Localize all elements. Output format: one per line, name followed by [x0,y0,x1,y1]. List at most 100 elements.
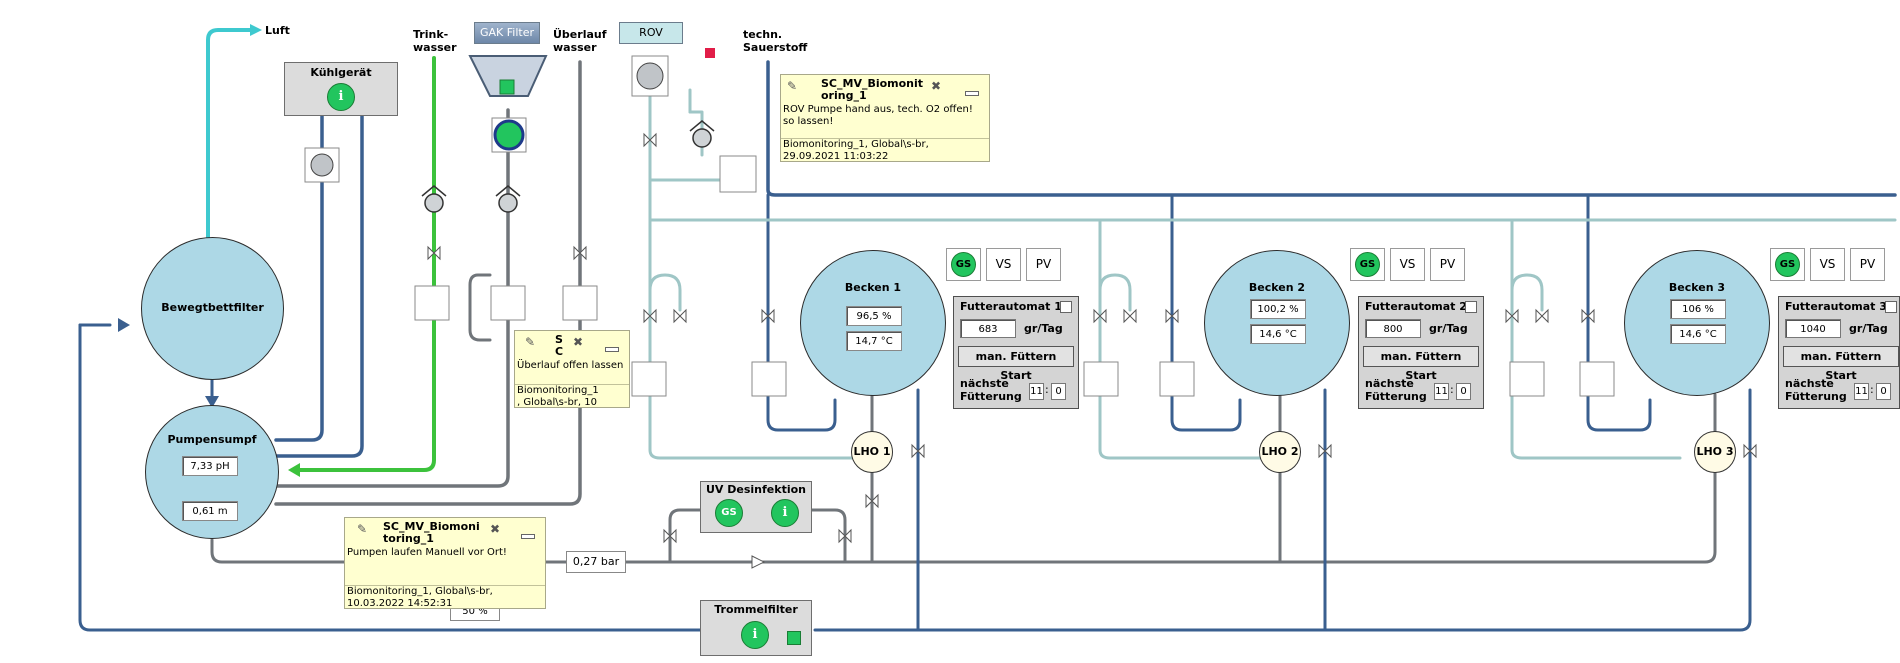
uv-info-icon[interactable]: i [771,499,799,527]
delete-note-icon[interactable]: ✖ [490,522,501,536]
futterautomat-3-panel: Futterautomat 3 1040 gr/Tag man. Füttern… [1778,296,1900,409]
trommelfilter-info-icon[interactable]: i [741,621,769,649]
becken-2-tank[interactable]: Becken 2 100,2 % 14,6 °C [1204,250,1350,396]
futterautomat-1-amount-input[interactable]: 683 [960,319,1016,338]
time-separator: : [1870,383,1874,396]
pin-icon: ✎ [357,522,368,536]
becken-3-value2: 14,6 °C [1670,324,1726,344]
pin-icon: ✎ [787,79,798,93]
futterautomat-1-title: Futterautomat 1 [960,300,1062,313]
label-ueberlaufwasser: Überlauf wasser [553,28,607,54]
note-pumpen-footer: Biomonitoring_1, Global\s-br, 10.03.2022… [347,586,493,609]
lho-1[interactable]: LHO 1 [851,431,893,473]
gs-status-icon: GS [951,252,976,277]
futterautomat-1-hour-input[interactable]: 11 [1029,383,1044,400]
becken-1-value1: 96,5 % [846,306,902,326]
note-ueberlauf[interactable]: ✎ S C ✖ Überlauf offen lassen Biomonitor… [514,330,630,408]
note-separator [345,585,545,586]
pumpensumpf-ph-value: 7,33 pH [182,456,238,476]
pumpensumpf-tank[interactable]: Pumpensumpf 7,33 pH 0,61 m [145,405,279,539]
futterautomat-2-start-button[interactable]: man. Füttern Start [1363,346,1479,382]
becken-3-pv-button[interactable]: PV [1850,248,1885,281]
futterautomat-2-hour-input[interactable]: 11 [1434,383,1449,400]
futterautomat-2-title: Futterautomat 2 [1365,300,1467,313]
becken-2-value2: 14,6 °C [1250,324,1306,344]
becken-3-gs-button[interactable]: GS [1770,248,1805,281]
kuehlgeraet-panel[interactable]: Kühlgerät i [284,62,398,116]
note-pumpen[interactable]: ✎ SC_MV_Biomoni toring_1 ✖ Pumpen laufen… [344,517,546,609]
delete-note-icon[interactable]: ✖ [931,79,942,93]
bewegtbettfilter-title: Bewegtbettfilter [161,301,264,314]
rov-button[interactable]: ROV [619,22,683,44]
pumpensumpf-level-value: 0,61 m [182,501,238,521]
becken-2-title: Becken 2 [1248,281,1306,294]
becken-1-vs-button[interactable]: VS [986,248,1021,281]
futterautomat-3-next-label: nächste Fütterung [1785,377,1847,403]
futterautomat-3-minute-input[interactable]: 0 [1876,383,1891,400]
becken-3-value1: 106 % [1670,299,1726,319]
futterautomat-2-unit: gr/Tag [1429,322,1468,335]
becken-1-pv-button[interactable]: PV [1026,248,1061,281]
becken-1-tank[interactable]: Becken 1 96,5 % 14,7 °C [800,250,946,396]
note-ueberlauf-title: S C [555,333,564,358]
futterautomat-2-checkbox[interactable] [1465,301,1477,313]
futterautomat-3-unit: gr/Tag [1849,322,1888,335]
label-techn-sauerstoff: techn. Sauerstoff [743,28,808,54]
futterautomat-2-next-label: nächste Fütterung [1365,377,1427,403]
kuehlgeraet-info-icon[interactable]: i [327,83,355,111]
note-rov-text: ROV Pumpe hand aus, tech. O2 offen! so l… [783,104,973,127]
minimize-icon[interactable] [965,91,979,96]
bewegtbettfilter-tank[interactable]: Bewegtbettfilter [141,237,284,380]
becken-3-vs-button[interactable]: VS [1810,248,1845,281]
becken-1-title: Becken 1 [844,281,902,294]
uv-desinfektion-title: UV Desinfektion [706,483,806,496]
futterautomat-3-amount-input[interactable]: 1040 [1785,319,1841,338]
futterautomat-3-checkbox[interactable] [1885,301,1897,313]
lho-2[interactable]: LHO 2 [1259,431,1301,473]
time-separator: : [1045,383,1049,396]
futterautomat-1-start-button[interactable]: man. Füttern Start [958,346,1074,382]
becken-2-value1: 100,2 % [1250,299,1306,319]
minimize-icon[interactable] [521,534,535,539]
uv-desinfektion-panel[interactable]: UV Desinfektion GS i [700,481,812,533]
trommelfilter-panel[interactable]: Trommelfilter i [700,600,812,656]
pressure-value: 0,27 bar [566,551,626,573]
becken-2-gs-button[interactable]: GS [1350,248,1385,281]
futterautomat-1-panel: Futterautomat 1 683 gr/Tag man. Füttern … [953,296,1079,409]
becken-1-gs-button[interactable]: GS [946,248,981,281]
minimize-icon[interactable] [605,347,619,352]
trommelfilter-status-indicator [787,631,801,645]
pin-icon: ✎ [525,335,536,349]
futterautomat-1-checkbox[interactable] [1060,301,1072,313]
note-rov-footer: Biomonitoring_1, Global\s-br, 29.09.2021… [783,139,929,162]
time-separator: : [1450,383,1454,396]
pumpensumpf-title: Pumpensumpf [167,433,257,446]
kuehlgeraet-title: Kühlgerät [310,66,372,79]
gak-filter-button[interactable]: GAK Filter [474,22,540,44]
delete-note-icon[interactable]: ✖ [573,335,584,349]
gs-status-icon: GS [1355,252,1380,277]
trommelfilter-title: Trommelfilter [714,603,798,616]
note-rov-title: SC_MV_Biomonit oring_1 [821,77,924,102]
becken-3-title: Becken 3 [1668,281,1726,294]
futterautomat-1-minute-input[interactable]: 0 [1051,383,1066,400]
note-pumpen-text: Pumpen laufen Manuell vor Ort! [347,547,507,558]
futterautomat-3-start-button[interactable]: man. Füttern Start [1783,346,1899,382]
note-ueberlauf-footer: Biomonitoring_1 , Global\s-br, 10 [517,385,599,408]
futterautomat-2-amount-input[interactable]: 800 [1365,319,1421,338]
becken-2-vs-button[interactable]: VS [1390,248,1425,281]
gs-status-icon: GS [1775,252,1800,277]
label-trinkwasser: Trink- wasser [413,28,457,54]
uv-gs-icon[interactable]: GS [715,499,743,527]
note-pumpen-title: SC_MV_Biomoni toring_1 [383,520,480,545]
note-ueberlauf-text: Überlauf offen lassen [517,360,624,371]
futterautomat-1-next-label: nächste Fütterung [960,377,1022,403]
lho-3[interactable]: LHO 3 [1694,431,1736,473]
note-rov[interactable]: ✎ SC_MV_Biomonit oring_1 ✖ ROV Pumpe han… [780,74,990,162]
becken-1-value2: 14,7 °C [846,331,902,351]
futterautomat-2-minute-input[interactable]: 0 [1456,383,1471,400]
becken-3-tank[interactable]: Becken 3 106 % 14,6 °C [1624,250,1770,396]
futterautomat-3-hour-input[interactable]: 11 [1854,383,1869,400]
becken-2-pv-button[interactable]: PV [1430,248,1465,281]
